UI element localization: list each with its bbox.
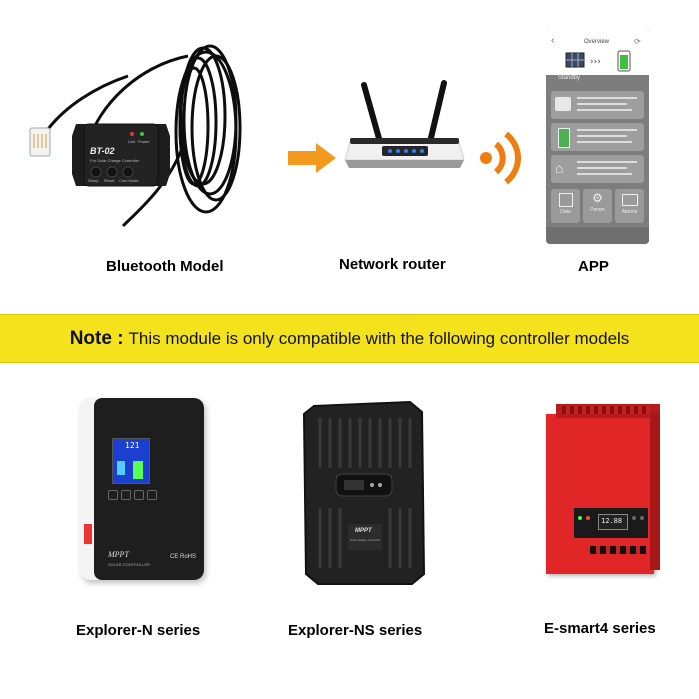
label-bluetooth-model: Bluetooth Model	[106, 258, 224, 275]
up-button[interactable]	[121, 490, 131, 500]
module-btn-setup-text: Setup	[88, 178, 99, 183]
data-icon	[558, 193, 573, 207]
esmart4-controller-image: 12.88	[546, 404, 660, 576]
module-subtitle-text: For Solar Charge Controller	[90, 158, 140, 163]
battery-icon	[558, 128, 570, 148]
phone-title: Overview	[584, 39, 610, 45]
router-image	[344, 80, 465, 168]
phone-nav-param[interactable]: ⚙ Param	[583, 189, 612, 223]
label-network-router: Network router	[339, 256, 446, 273]
refresh-icon: ⟳	[634, 37, 641, 46]
phone-status: Standby	[558, 75, 581, 81]
note-banner: Note : This module is only compatible wi…	[0, 314, 699, 363]
phone-row-battery	[551, 123, 644, 151]
module-led-power-text: Power	[138, 139, 150, 144]
note-label: Note :	[69, 327, 124, 349]
warning-sticker-icon	[84, 524, 92, 544]
phone-row-load: ⌂	[551, 155, 644, 183]
module-btn-com-text: Com Mode	[119, 178, 139, 183]
label-app: APP	[578, 258, 609, 275]
bluetooth-module-image	[29, 44, 242, 228]
svg-text:›››: ›››	[590, 57, 601, 67]
arrow-right-icon	[288, 143, 336, 173]
solar-flow-icon: ›››	[565, 50, 631, 72]
ok-button[interactable]	[147, 490, 157, 500]
down-button[interactable]	[134, 490, 144, 500]
note-text: This module is only compatible with the …	[128, 328, 630, 348]
explorer-n-controller-image: 121 MPPT SOLAR CONTROLLER CE RoHS	[80, 398, 204, 580]
label-esmart4: E-smart4 series	[544, 620, 656, 637]
module-led-link-text: Link	[128, 139, 136, 144]
lcd-screen: 12.88	[598, 514, 628, 530]
phone-app-screenshot: ‹ Overview ⟳ ››› Standby ⌂ Data ⚙ Param	[546, 27, 649, 244]
module-btn-reset-text: Reset	[104, 178, 115, 183]
menu-button[interactable]	[108, 490, 118, 500]
gear-icon: ⚙	[592, 191, 603, 205]
label-explorer-n: Explorer-N series	[76, 622, 201, 639]
sun-panel-icon	[555, 97, 571, 111]
lcd-screen: 121	[112, 438, 150, 484]
phone-nav-data[interactable]: Data	[551, 189, 580, 223]
label-explorer-ns: Explorer-NS series	[288, 622, 423, 639]
control-panel: 12.88	[574, 508, 648, 538]
phone-nav-alarms[interactable]: Alarms	[615, 189, 644, 223]
list-icon	[621, 194, 638, 206]
terminal-row	[590, 546, 646, 554]
phone-row-solar	[551, 91, 644, 119]
button-row	[108, 490, 158, 500]
explorer-ns-controller-image	[302, 400, 426, 585]
module-model-text: BT-02	[90, 146, 115, 156]
home-icon: ⌂	[555, 160, 564, 176]
chevron-left-icon: ‹	[551, 35, 555, 46]
wifi-signal-icon	[480, 131, 521, 185]
